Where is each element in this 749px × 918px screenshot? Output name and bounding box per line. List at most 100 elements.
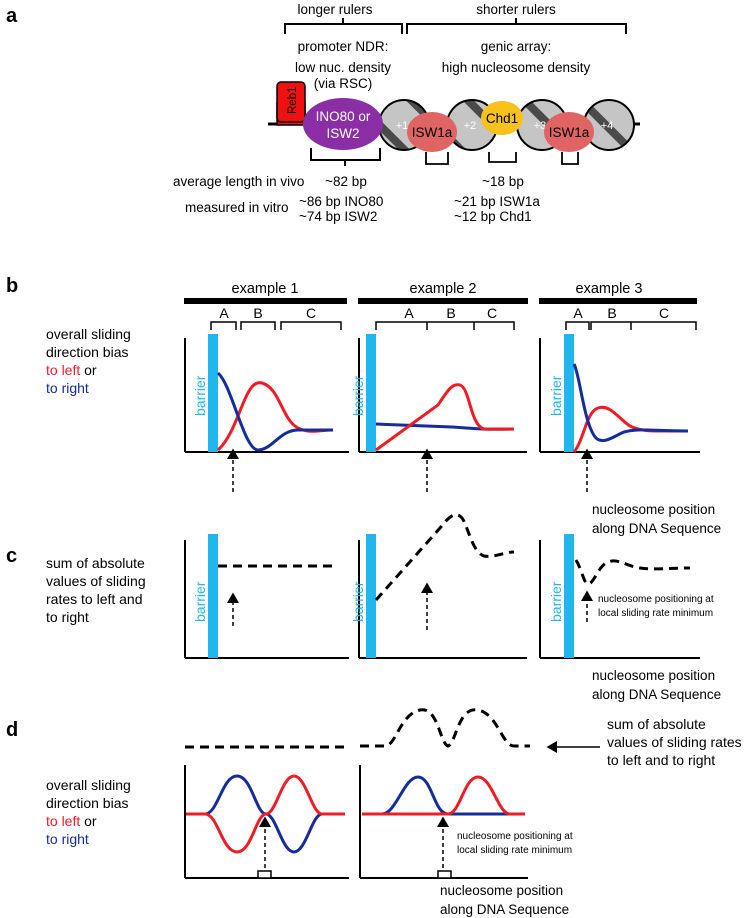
seg-c-3: C: [659, 305, 669, 321]
chd1-label: Chd1: [486, 111, 518, 126]
ino80-label-2: ISW2: [326, 126, 359, 141]
d-xlabel-1: nucleosome position: [440, 883, 563, 898]
seg-a-1: A: [219, 305, 229, 321]
barrier-label-c-1: barrier: [192, 581, 208, 622]
isw1a-label-2: ISW1a: [549, 125, 590, 140]
shorter-rulers-bracket: [406, 18, 627, 34]
panel-b: b overall sliding direction bias to left…: [6, 275, 721, 536]
seg-b-3: B: [607, 305, 616, 321]
d-note-1: nucleosome positioning at: [457, 831, 573, 842]
barrier-b-3: [564, 334, 574, 452]
isw1a-remodeler-1: ISW1a: [407, 112, 457, 152]
d-to-left: to left: [46, 813, 80, 829]
curve-red-d-2: [362, 775, 525, 816]
barrier-label-b-1: barrier: [192, 375, 208, 416]
isw2-bp: ~74 bp ISW2: [299, 209, 377, 224]
c-ylabel-1: sum of absolute: [46, 555, 145, 571]
b-ylabel-2: direction bias: [46, 344, 129, 360]
barrier-c-3: [564, 534, 574, 658]
example-2-bar: [358, 298, 528, 304]
ino80-bp: ~86 bp INO80: [299, 194, 383, 209]
measured-in-vitro-label: measured in vitro: [185, 200, 289, 215]
position-marker-d-2: [437, 870, 452, 879]
axes-d-2: [359, 765, 528, 879]
panel-c: c sum of absolute values of sliding rate…: [6, 513, 721, 702]
c-note-1: nucleosome positioning at: [598, 594, 714, 605]
nuc-p3-label: +3: [534, 120, 547, 132]
curve-red-d-1: [186, 774, 345, 854]
via-rsc-label: (via RSC): [314, 76, 373, 91]
barrier-label-c-3: barrier: [548, 581, 564, 622]
barrier-b-1: [208, 334, 218, 452]
seg-b-1: B: [253, 305, 262, 321]
sum-curve-c-2: [374, 513, 515, 601]
d-or: or: [80, 813, 97, 829]
bracket-chd1: [488, 152, 517, 163]
d-sum-label-3: to left and to right: [607, 752, 715, 768]
b-xlabel-1: nucleosome position: [592, 502, 715, 517]
panel-b-letter: b: [6, 275, 18, 297]
seg-a-3: A: [573, 305, 583, 321]
axes-b-2: [358, 338, 527, 453]
avg-18bp: ~18 bp: [482, 174, 524, 189]
segments-example-2: A B C: [375, 305, 515, 330]
b-to-right: to right: [46, 380, 89, 396]
isw1a-label-1: ISW1a: [412, 125, 453, 140]
barrier-label-b-2: barrier: [350, 375, 366, 416]
barrier-c-2: [366, 534, 376, 658]
example-1-label: example 1: [232, 281, 299, 297]
c-ylabel-3: rates to left and: [46, 591, 143, 607]
panel-a: a longer rulers shorter rulers promoter …: [6, 2, 640, 224]
avg-82bp: ~82 bp: [325, 174, 367, 189]
panel-d: d sum of absolute values of sliding rate…: [6, 708, 742, 917]
bracket-82bp: [310, 148, 381, 166]
chd1-remodeler: Chd1: [481, 101, 523, 135]
isw1a-remodeler-2: ISW1a: [544, 112, 594, 152]
nuc-p2-label: +2: [464, 120, 477, 132]
d-ylabel-2: direction bias: [46, 795, 129, 811]
barrier-label-b-3: barrier: [548, 375, 564, 416]
d-sum-label-2: values of sliding rates: [607, 734, 742, 750]
panel-a-letter: a: [6, 5, 18, 27]
barrier-b-2: [366, 334, 376, 452]
c-xlabel-2: along DNA Sequence: [592, 687, 721, 702]
segments-example-1: A B C: [210, 305, 342, 330]
d-ylabel-1: overall sliding: [46, 777, 131, 793]
b-or: or: [80, 362, 97, 378]
promoter-ndr-label: promoter NDR:: [298, 39, 389, 54]
seg-a-2: A: [404, 305, 414, 321]
low-density-label: low nuc. density: [295, 60, 391, 75]
example-2-label: example 2: [410, 281, 477, 297]
nuc-p1-label: +1: [396, 120, 409, 132]
seg-c-2: C: [487, 305, 497, 321]
d-sum-label-1: sum of absolute: [607, 716, 706, 732]
position-marker-d-1: [257, 870, 272, 879]
b-xlabel-2: along DNA Sequence: [592, 521, 721, 536]
example-1-bar: [184, 298, 347, 304]
ino80-isw2-remodeler: INO80 or ISW2: [303, 98, 383, 150]
curve-blue-d-2: [362, 775, 525, 816]
bracket-isw1a-2: [561, 152, 579, 165]
b-ylabel-3: to left or: [46, 362, 97, 378]
c-ylabel-4: to right: [46, 609, 89, 625]
longer-rulers-bracket: [284, 18, 403, 34]
reb1-protein: Reb1: [276, 81, 306, 126]
ino80-label-1: INO80 or: [316, 109, 371, 124]
avg-length-label: average length in vivo: [173, 174, 304, 189]
isw1a-bp: ~21 bp ISW1a: [454, 194, 540, 209]
curve-red-b-2: [375, 383, 514, 452]
seg-c-1: C: [306, 305, 316, 321]
b-to-left: to left: [46, 362, 80, 378]
barrier-c-1: [208, 534, 218, 658]
reb1-label: Reb1: [287, 87, 299, 115]
d-ylabel-3: to left or: [46, 813, 97, 829]
d-to-right: to right: [46, 831, 89, 847]
shorter-rulers-label: shorter rulers: [476, 2, 556, 17]
example-3-bar: [539, 298, 697, 304]
nuc-p4-label: +4: [601, 120, 614, 132]
bracket-isw1a-1: [425, 152, 449, 165]
high-density-label: high nucleosome density: [442, 60, 591, 75]
d-note-2: local sliding rate minimum: [457, 845, 572, 856]
b-ylabel-1: overall sliding: [46, 326, 131, 342]
